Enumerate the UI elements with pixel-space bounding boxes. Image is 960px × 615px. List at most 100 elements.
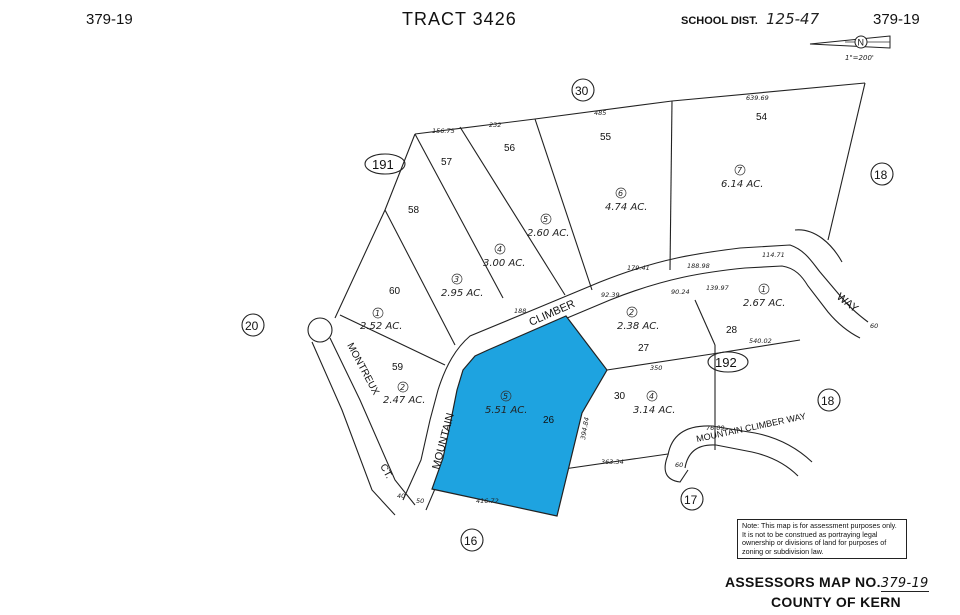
dim-60a: 60: [870, 322, 878, 330]
dimensions: 156.75 232 485 639.69 179.41 188.98 114.…: [397, 94, 878, 505]
street-way: WAY: [834, 291, 861, 316]
acres-4b: 3.14 AC.: [633, 405, 675, 416]
north-arrow: N 1"=200': [809, 35, 891, 62]
ref-191: 191: [372, 157, 394, 172]
assessors-map-number: ASSESSORS MAP NO.379-19: [725, 574, 929, 592]
line-54-55: [669, 100, 673, 271]
montreux-edge-a: [329, 337, 416, 506]
line-27: [606, 353, 713, 371]
map-references: 30 191 20 18 192 18 17 16: [241, 78, 894, 552]
lot-58: 58: [408, 205, 420, 216]
ref-192: 192: [715, 355, 737, 370]
dim-7609: 76.09: [706, 424, 725, 432]
line-57-58: [414, 133, 504, 299]
acres-2b: 2.38 AC.: [617, 321, 659, 332]
dim-39484: 394.84: [579, 417, 591, 441]
culdesac-edge: [794, 229, 843, 263]
ref-17: 17: [684, 493, 698, 507]
dim-63969: 639.69: [746, 94, 769, 102]
street-names: CLIMBER WAY MOUNTAIN MONTREUX CT. MOUNTA…: [344, 291, 860, 481]
acres-1b: 2.67 AC.: [743, 298, 785, 309]
school-district-label: SCHOOL DIST.: [681, 15, 758, 27]
dim-11471: 114.71: [762, 251, 785, 259]
disclaimer-note: Note: This map is for assessment purpose…: [737, 519, 907, 559]
dim-17941: 179.41: [627, 264, 650, 272]
ref-20-circle: [241, 313, 265, 337]
dim-36334: 363.34: [601, 458, 624, 466]
scale-label: 1"=200': [845, 54, 874, 62]
lower-road-south: [684, 444, 799, 477]
parcel-7: 7: [737, 166, 743, 175]
ref-20: 20: [245, 319, 259, 333]
ref-192-oval: [707, 351, 749, 373]
parcel-5a: 5: [543, 215, 548, 224]
dim-9024: 90.24: [671, 288, 690, 296]
dim-54002: 540.02: [749, 337, 772, 345]
north-label: N: [858, 38, 865, 48]
acres-5b: 5.51 AC.: [485, 405, 527, 416]
dim-9239: 92.39: [601, 291, 620, 299]
montreux-culdesac: [307, 317, 333, 343]
lot-59: 59: [392, 362, 404, 373]
road-north-edge: [402, 244, 869, 501]
lot-numbers: 57 56 55 54 58 60 59 28 27 30 26: [389, 112, 768, 426]
acres-7: 6.14 AC.: [721, 179, 763, 190]
lot-57: 57: [441, 157, 453, 168]
parcel-2b: 2: [629, 308, 634, 317]
montreux-edge-b: [311, 341, 396, 516]
ref-18b-circle: [817, 388, 841, 412]
montreux-ct: [307, 317, 416, 516]
street-ct: CT.: [377, 462, 394, 480]
parcel-5b: 5: [503, 392, 508, 401]
ref-16-circle: [460, 528, 484, 552]
parcel-2a: 2: [400, 383, 405, 392]
parcel-4b: 4: [649, 392, 654, 401]
assessors-label: ASSESSORS MAP NO.: [725, 574, 881, 590]
north-circle: [854, 35, 868, 49]
dim-13997: 139.97: [706, 284, 730, 292]
assessors-value: 379-19: [880, 576, 929, 592]
parcel-3: 3: [454, 275, 459, 284]
dim-41672: 416.72: [476, 497, 499, 505]
ref-16: 16: [464, 534, 478, 548]
dim-50: 50: [416, 497, 424, 505]
lower-road-end: [664, 454, 689, 483]
line-56-57: [459, 126, 566, 296]
acres-6: 4.74 AC.: [605, 202, 647, 213]
acres-2a: 2.47 AC.: [383, 395, 425, 406]
parcel-1b: 1: [761, 285, 766, 294]
acres-3: 2.95 AC.: [441, 288, 483, 299]
ref-18a: 18: [874, 168, 888, 182]
lot-54: 54: [756, 112, 768, 123]
dim-40: 40: [397, 492, 405, 500]
line-55-56: [534, 118, 593, 291]
map-number-right: 379-19: [873, 11, 920, 28]
lot-30: 30: [614, 391, 626, 402]
lot-55: 55: [600, 132, 612, 143]
line-60-59: [339, 314, 446, 366]
acres-5a: 2.60 AC.: [527, 228, 569, 239]
dim-232: 232: [489, 121, 501, 129]
dim-350: 350: [650, 364, 662, 372]
ref-30-circle: [571, 78, 595, 102]
lot-lines: [334, 82, 866, 516]
line-58-60: [384, 209, 456, 346]
dim-15675: 156.75: [432, 127, 455, 135]
dim-485: 485: [594, 109, 606, 117]
parcels: 1 2.52 AC. 2 2.47 AC. 3 2.95 AC. 4 3.00 …: [360, 164, 785, 416]
dim-60b: 60: [675, 461, 683, 469]
ref-191-oval: [364, 153, 406, 175]
ref-30: 30: [575, 84, 589, 98]
map-number-left: 379-19: [86, 11, 133, 28]
parcel-1a: 1: [375, 309, 380, 318]
lot-56: 56: [504, 143, 516, 154]
highlighted-parcel[interactable]: [431, 315, 608, 517]
lot-26: 26: [543, 415, 555, 426]
lot-28: 28: [726, 325, 738, 336]
ref-17-circle: [680, 487, 704, 511]
right-boundary: [827, 82, 866, 241]
top-boundary: [414, 82, 866, 135]
lower-mcw-road: [664, 425, 813, 483]
street-montreux: MONTREUX: [344, 341, 381, 397]
